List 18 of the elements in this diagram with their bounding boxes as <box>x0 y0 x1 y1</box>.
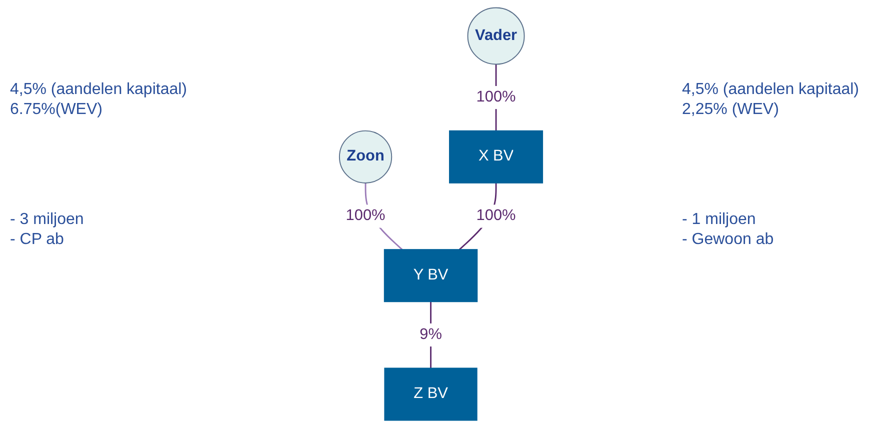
connector <box>430 302 432 368</box>
note-text: - 3 miljoen <box>10 210 84 230</box>
edge-label: 100% <box>476 208 516 224</box>
node-box: Z BV <box>384 368 478 421</box>
node-circle: Vader <box>467 7 525 65</box>
edge-label: 9% <box>420 326 442 343</box>
node-circle: Zoon <box>338 130 392 184</box>
note-text: 4,5% (aandelen kapitaal) <box>682 80 860 100</box>
edge-label: 100% <box>346 208 386 224</box>
node-box: Y BV <box>384 249 478 302</box>
note-text: 4,5% (aandelen kapitaal) <box>10 80 188 100</box>
note-text: - CP ab <box>10 230 64 250</box>
node-box: X BV <box>449 130 544 184</box>
edge-label: 100% <box>476 88 516 106</box>
note-text: 2,25% (WEV) <box>682 100 779 120</box>
note-text: - Gewoon ab <box>682 230 774 250</box>
note-text: - 1 miljoen <box>682 210 756 230</box>
note-text: 6.75%(WEV) <box>10 100 102 120</box>
